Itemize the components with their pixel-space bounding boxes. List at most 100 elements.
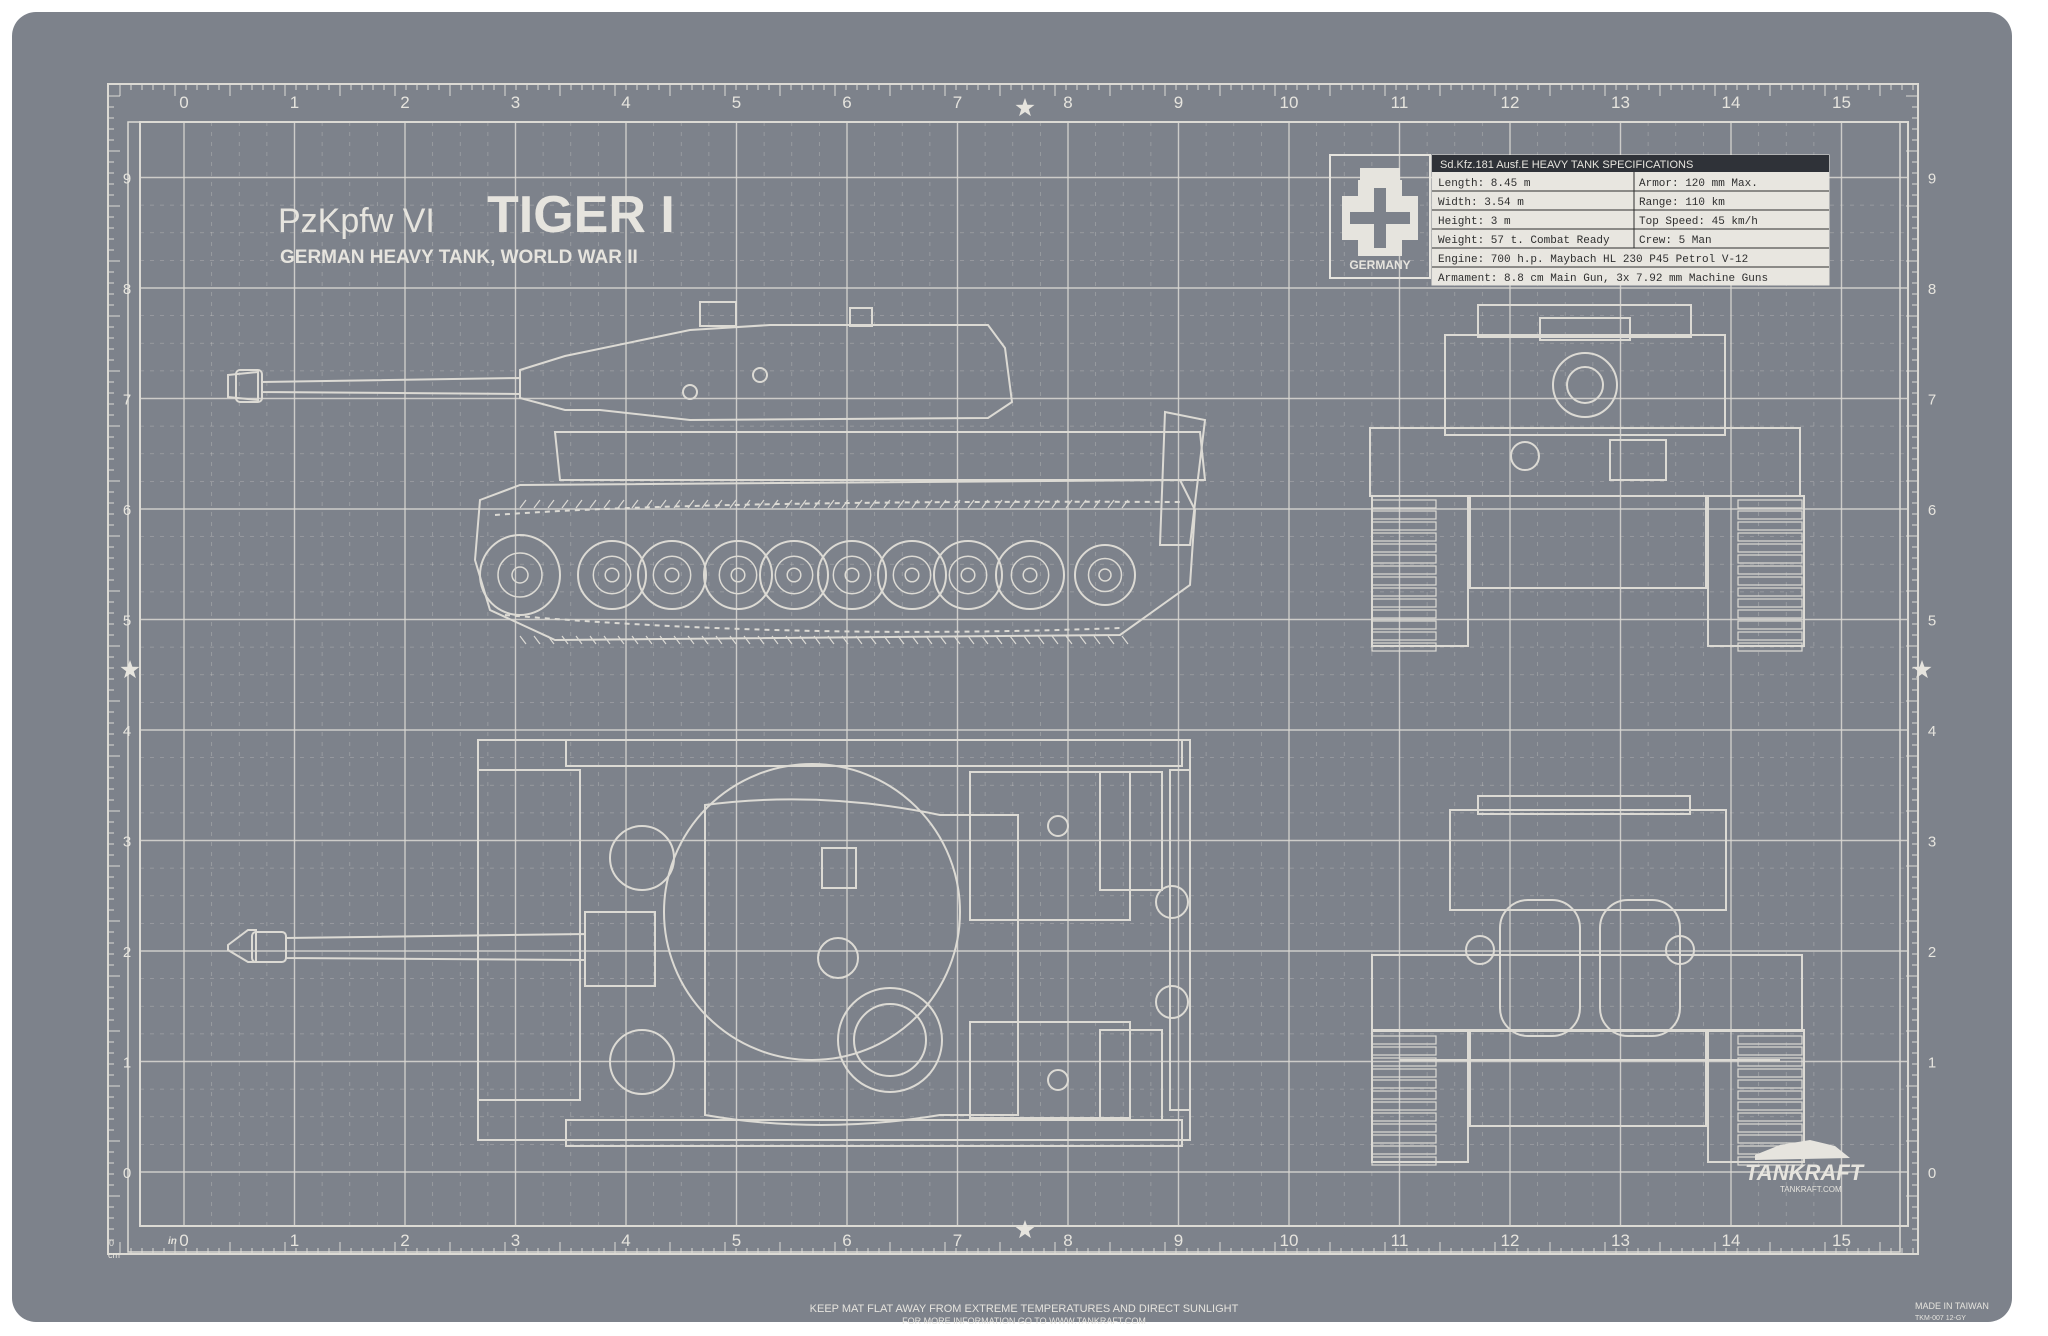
tankraft-logo: TANKRAFT TANKRAFT.COM <box>1745 1140 1865 1194</box>
track-link <box>799 499 807 509</box>
ruler-right-label: 7 <box>1928 392 1936 409</box>
track-pad <box>1371 521 1437 531</box>
center-star-marker <box>1912 660 1932 679</box>
road-wheel <box>703 540 773 610</box>
ruler-top-label: 0 <box>179 93 188 112</box>
track-pad <box>1371 1046 1437 1056</box>
road-wheel <box>995 540 1065 610</box>
track-pad <box>1371 532 1437 542</box>
track-link <box>925 635 933 645</box>
ruler-right-label: 8 <box>1928 281 1936 298</box>
road-wheel-hub <box>652 555 692 595</box>
ruler-bottom-label: 7 <box>953 1231 962 1250</box>
road-wheel <box>877 540 947 610</box>
track-link <box>631 635 639 645</box>
track-link <box>603 499 611 509</box>
track-link <box>1009 499 1017 509</box>
track-pad <box>1737 642 1803 652</box>
ruler-top-label: 11 <box>1391 93 1409 112</box>
ruler-left-label: 4 <box>123 723 131 740</box>
road-wheel-center <box>730 567 746 583</box>
track-pad <box>1737 499 1803 509</box>
footer: KEEP MAT FLAT AWAY FROM EXTREME TEMPERAT… <box>108 1236 1989 1326</box>
ruler-top-label: 8 <box>1063 93 1072 112</box>
ruler-right-label: 3 <box>1928 834 1936 851</box>
ruler-left-label: 6 <box>123 502 131 519</box>
track-link <box>715 635 723 645</box>
center-star-marker <box>1015 98 1035 117</box>
track-link <box>995 499 1003 509</box>
track-pad <box>1371 587 1437 597</box>
ruler-right-label: 6 <box>1928 502 1936 519</box>
ruler-right-label: 4 <box>1928 723 1936 740</box>
ruler-top-label: 14 <box>1722 93 1741 112</box>
track-link <box>1037 499 1045 509</box>
ruler-top-label: 15 <box>1832 93 1851 112</box>
emblem-label: GERMANY <box>1349 258 1410 272</box>
ruler-top-label: 3 <box>511 93 520 112</box>
track-link <box>575 499 583 509</box>
ruler-bottom-label: 9 <box>1174 1231 1183 1250</box>
ruler-bottom-label: 8 <box>1063 1231 1072 1250</box>
ruler-top-label: 10 <box>1280 93 1299 112</box>
track-link <box>701 499 709 509</box>
tank-front-view <box>1369 304 1805 647</box>
ruler-bottom-label: 5 <box>732 1231 741 1250</box>
ruler-bottom-label: 11 <box>1391 1231 1409 1250</box>
road-wheel-center <box>511 566 529 584</box>
road-wheel-hub <box>832 555 872 595</box>
brand-name: TANKRAFT <box>1745 1160 1865 1185</box>
track-link <box>715 499 723 509</box>
track-pad <box>1737 532 1803 542</box>
track-link <box>855 635 863 645</box>
road-wheel-center <box>1098 568 1112 582</box>
track-link <box>519 499 527 509</box>
track-link <box>687 499 695 509</box>
road-wheel <box>637 540 707 610</box>
track-link <box>967 635 975 645</box>
ruler-left-label: 3 <box>123 834 131 851</box>
track-link <box>981 635 989 645</box>
track-link <box>561 635 569 645</box>
spec-armament: Armament: 8.8 cm Main Gun, 3x 7.92 mm Ma… <box>1438 273 1768 285</box>
track-pad <box>1371 1112 1437 1122</box>
track-link <box>1093 499 1101 509</box>
track-pad <box>1371 543 1437 553</box>
spec-weight: Weight: 57 t. Combat Ready <box>1438 235 1610 247</box>
road-wheel-center <box>904 567 920 583</box>
track-link <box>533 499 541 509</box>
road-wheel-center <box>1022 567 1038 583</box>
unit-cm: cm <box>108 1250 120 1260</box>
track-link <box>659 499 667 509</box>
track-pad <box>1737 1057 1803 1067</box>
track-link <box>883 635 891 645</box>
track-link <box>869 635 877 645</box>
ruler-top-label: 5 <box>732 93 741 112</box>
road-wheel <box>817 540 887 610</box>
track-pad <box>1371 554 1437 564</box>
ruler-bottom-label: 4 <box>621 1231 630 1250</box>
track-link <box>1107 499 1115 509</box>
track-link <box>799 635 807 645</box>
road-wheel-hub <box>718 555 758 595</box>
road-wheel <box>933 540 1003 610</box>
track-pad <box>1371 1134 1437 1144</box>
road-wheel-center <box>844 567 860 583</box>
track-link <box>897 635 905 645</box>
track-link <box>981 499 989 509</box>
track-link <box>1009 635 1017 645</box>
track-pad <box>1371 1090 1437 1100</box>
track-link <box>757 499 765 509</box>
road-wheel-center <box>960 567 976 583</box>
track-link <box>1107 635 1115 645</box>
center-star-marker <box>120 660 140 679</box>
ruler-top-label: 13 <box>1611 93 1630 112</box>
track-link <box>743 635 751 645</box>
track-link <box>743 499 751 509</box>
ruler-top-label: 4 <box>621 93 630 112</box>
center-star-marker <box>1015 1220 1035 1239</box>
spec-armor: Armor: 120 mm Max. <box>1639 178 1758 190</box>
track-link <box>925 499 933 509</box>
track-link <box>673 635 681 645</box>
track-link <box>995 635 1003 645</box>
